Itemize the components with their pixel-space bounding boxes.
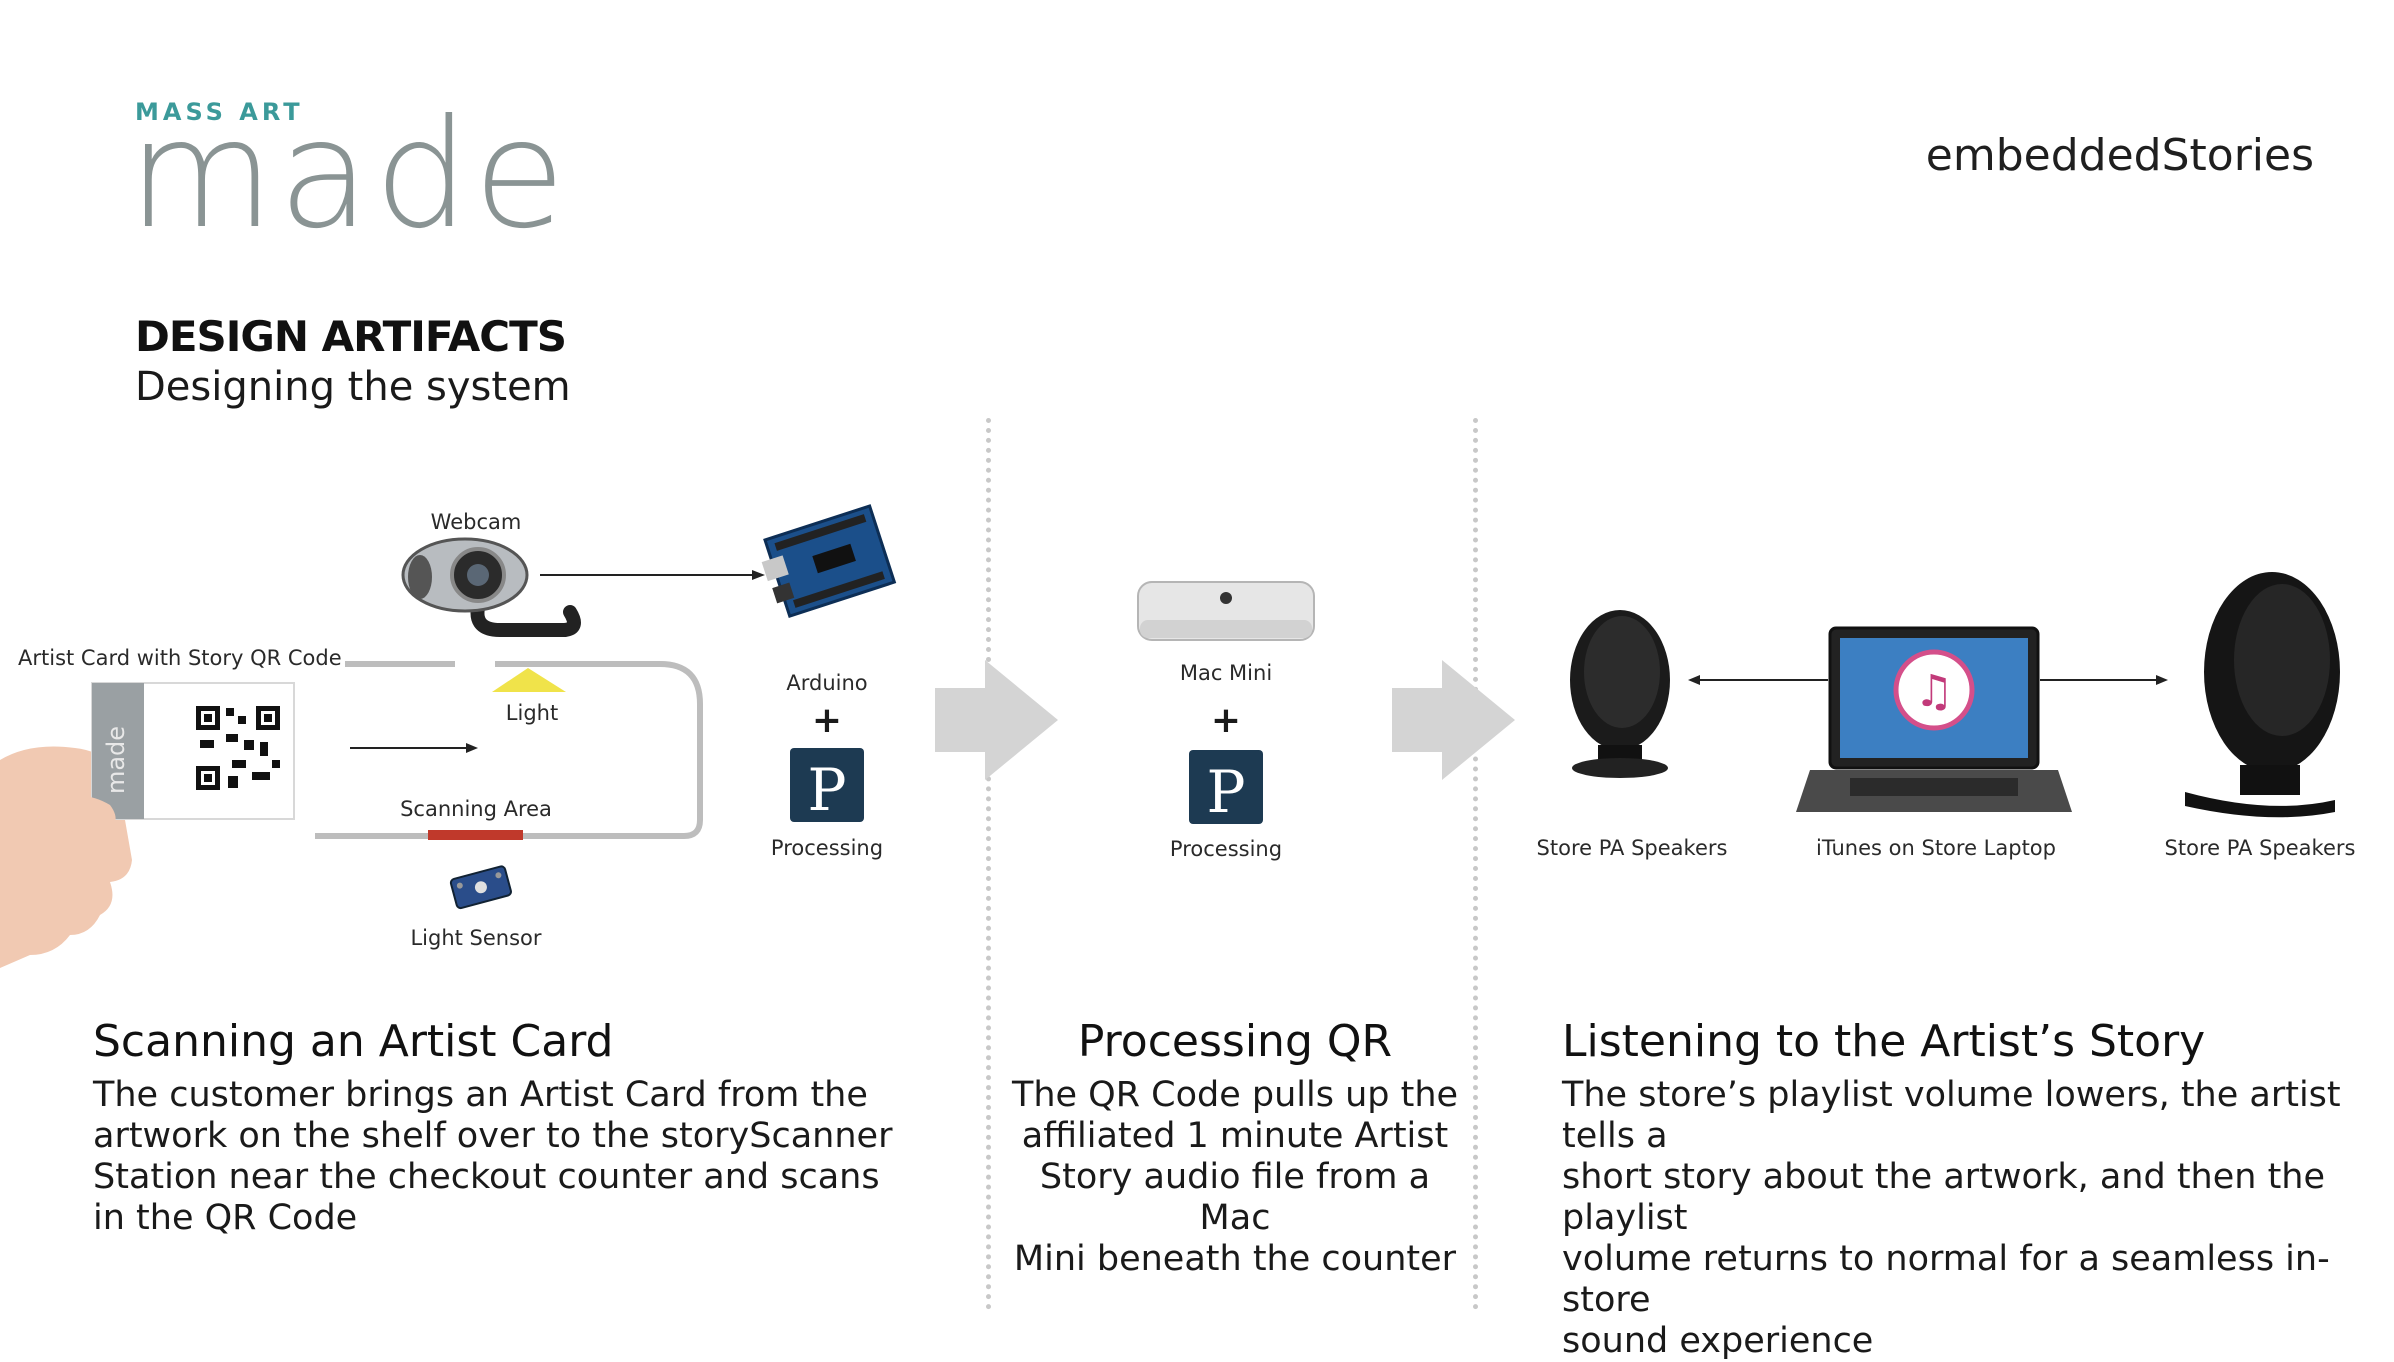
label-speaker-right: Store PA Speakers [2164,836,2356,860]
svg-text:made: made [102,726,130,794]
body-line: Station near the checkout counter and sc… [93,1157,880,1197]
arrow-head-icon [466,743,478,753]
page-heading: DESIGN ARTIFACTS [135,312,567,361]
arrow-head-icon [2156,675,2168,685]
light-sensor-icon [449,865,512,910]
label-artist-card: Artist Card with Story QR Code [18,646,342,670]
section-body: The customer brings an Artist Card from … [93,1075,892,1239]
qr-code-icon [193,703,283,793]
speaker-right-icon [2185,572,2340,818]
flow-arrow-icon [1392,660,1515,780]
label-webcam: Webcam [430,510,522,534]
artist-card-in-hand: made [0,682,295,968]
label-processing: Processing [770,836,884,860]
plus-sign: + [811,700,843,741]
section-processing: Processing QR The QR Code pulls up the a… [1000,1016,1470,1280]
body-line: artwork on the shelf over to the storySc… [93,1116,893,1156]
svg-text:♫: ♫ [1914,666,1953,717]
label-light: Light [505,701,559,725]
body-line: The customer brings an Artist Card from … [93,1075,868,1115]
label-laptop: iTunes on Store Laptop [1816,836,2056,860]
arrow-head-icon [1688,675,1700,685]
section-listening: Listening to the Artist’s Story The stor… [1562,1016,2394,1362]
plus-sign: + [1210,700,1242,741]
page-subheading: Designing the system [135,364,571,410]
label-light-sensor: Light Sensor [410,926,542,950]
section-title: Processing QR [1077,1016,1393,1067]
section-title: Scanning an Artist Card [93,1016,614,1067]
label-mac-mini: Mac Mini [1179,661,1273,685]
label-scanning-area: Scanning Area [400,797,552,821]
arduino-icon [761,504,897,618]
body-line: volume returns to normal for a seamless … [1562,1239,2330,1320]
label-speaker-left: Store PA Speakers [1536,836,1728,860]
body-line: affiliated 1 minute Artist [1021,1116,1449,1156]
light-icon [492,668,566,692]
label-processing: Processing [1169,837,1283,861]
divider-1 [986,418,991,1310]
body-line: The QR Code pulls up the [1011,1075,1459,1115]
body-line: The store’s playlist volume lowers, the … [1562,1075,2341,1156]
svg-text:P: P [1206,758,1245,826]
speaker-left-icon [1570,610,1670,778]
flow-arrow-icon [935,660,1058,780]
processing-logo-icon: P [1189,750,1263,826]
body-line: Mini beneath the counter [1013,1239,1457,1279]
section-body: The store’s playlist volume lowers, the … [1562,1075,2394,1362]
arrow-head-icon [752,570,765,580]
section-title: Listening to the Artist’s Story [1562,1016,2206,1067]
section-scanning: Scanning an Artist Card The customer bri… [93,1016,892,1239]
logo-massart-label: MASS ART [135,98,304,126]
divider-2 [1473,418,1478,1310]
label-arduino: Arduino [786,671,868,695]
body-line: short story about the artwork, and then … [1562,1157,2326,1238]
svg-text:P: P [807,756,846,824]
processing-logo-icon: P [790,748,864,824]
station-outline [315,661,703,839]
section-body: The QR Code pulls up the affiliated 1 mi… [1000,1075,1470,1280]
body-line: Story audio file from a Mac [1039,1157,1431,1238]
brand-title: embeddedStories [1925,130,2314,181]
logo-made: made [128,88,570,262]
scanning-area-strip [428,830,523,840]
body-line: in the QR Code [93,1198,358,1238]
laptop-icon: ♫ [1796,626,2072,812]
mac-mini-icon [1137,581,1315,641]
webcam-icon [401,537,581,637]
